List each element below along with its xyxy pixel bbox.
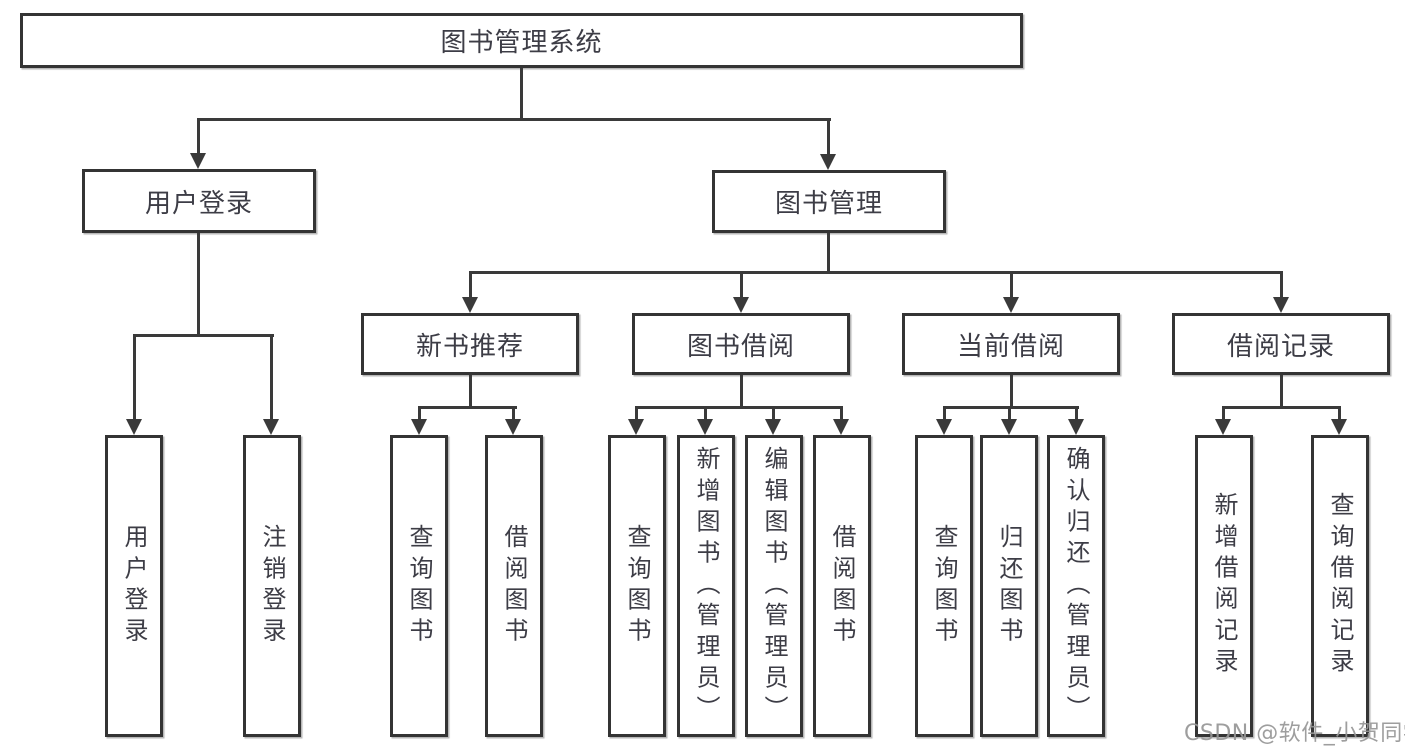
edge-line <box>740 271 743 299</box>
node-user-login: 用户登录 <box>82 169 316 233</box>
edge-line <box>197 118 200 153</box>
csdn-watermark: CSDN @软件_小贺同学 <box>1184 721 1405 746</box>
arrow-down-icon <box>733 297 749 313</box>
arrow-down-icon <box>697 419 713 435</box>
node-book-borrowing: 图书借阅 <box>632 313 850 375</box>
leaf-borrowing-query-label: 查询图书 <box>623 523 651 649</box>
edge-new-books-stem <box>469 375 472 408</box>
arrow-down-icon <box>1001 419 1017 435</box>
arrow-down-icon <box>462 297 478 313</box>
edge-line <box>635 406 638 419</box>
edge-root-stem <box>520 68 523 120</box>
arrow-down-icon <box>1273 297 1289 313</box>
edge-line <box>1008 406 1011 419</box>
node-borrow-records: 借阅记录 <box>1172 313 1390 375</box>
leaf-newbooks-query: 查询图书 <box>390 435 448 737</box>
edge-current-bar <box>943 406 1079 409</box>
leaf-borrowing-borrow-label: 借阅图书 <box>828 523 856 649</box>
leaf-borrowing-add: 新增图书（管理员） <box>677 435 735 737</box>
edge-line <box>1010 271 1013 299</box>
edge-book-mgmt-stem <box>827 233 830 273</box>
edge-line <box>704 406 707 419</box>
leaf-records-query: 查询借阅记录 <box>1311 435 1369 737</box>
arrow-down-icon <box>833 419 849 435</box>
leaf-records-add: 新增借阅记录 <box>1195 435 1253 737</box>
node-root: 图书管理系统 <box>20 13 1023 68</box>
edge-line <box>827 118 830 154</box>
leaf-current-confirm-return: 确认归还（管理员） <box>1047 435 1105 737</box>
edge-line <box>772 406 775 419</box>
arrow-down-icon <box>1068 419 1084 435</box>
edge-user-login-bar <box>133 334 274 337</box>
arrow-down-icon <box>126 419 142 435</box>
arrow-down-icon <box>628 419 644 435</box>
leaf-borrowing-borrow: 借阅图书 <box>813 435 871 737</box>
arrow-down-icon <box>1215 419 1231 435</box>
edge-line <box>1280 271 1283 299</box>
leaf-user-login-label: 用户登录 <box>120 523 148 649</box>
leaf-borrowing-edit: 编辑图书（管理员） <box>745 435 803 737</box>
arrow-down-icon <box>1003 297 1019 313</box>
arrow-down-icon <box>505 419 521 435</box>
leaf-current-confirm-return-label: 确认归还（管理员） <box>1062 445 1090 727</box>
edge-line <box>1338 406 1341 419</box>
leaf-current-return: 归还图书 <box>980 435 1038 737</box>
edge-book-mgmt-bar <box>469 271 1283 274</box>
edge-current-stem <box>1010 375 1013 408</box>
leaf-borrowing-add-label: 新增图书（管理员） <box>692 445 720 727</box>
leaf-newbooks-query-label: 查询图书 <box>405 523 433 649</box>
edge-line <box>133 334 136 419</box>
edge-records-stem <box>1280 375 1283 408</box>
node-root-label: 图书管理系统 <box>440 28 603 58</box>
edge-line <box>1222 406 1225 419</box>
leaf-records-add-label: 新增借阅记录 <box>1210 492 1238 680</box>
edge-borrowing-stem <box>740 375 743 408</box>
leaf-current-query: 查询图书 <box>915 435 973 737</box>
node-new-book-recommend: 新书推荐 <box>361 313 579 375</box>
node-book-management: 图书管理 <box>712 170 946 233</box>
arrow-down-icon <box>263 419 279 435</box>
edge-borrowing-bar <box>635 406 843 409</box>
node-book-management-label: 图书管理 <box>774 189 883 219</box>
edge-root-bar <box>197 118 831 121</box>
arrow-down-icon <box>190 153 206 169</box>
edge-line <box>469 271 472 299</box>
edge-records-bar <box>1222 406 1341 409</box>
node-new-book-recommend-label: 新书推荐 <box>415 331 524 362</box>
node-current-borrowing-label: 当前借阅 <box>956 331 1065 362</box>
edge-line <box>270 334 273 419</box>
arrow-down-icon <box>820 154 836 170</box>
leaf-newbooks-borrow-label: 借阅图书 <box>500 523 528 649</box>
arrow-down-icon <box>1331 419 1347 435</box>
arrow-down-icon <box>936 419 952 435</box>
edge-line <box>943 406 946 419</box>
edge-line <box>512 406 515 419</box>
node-user-login-label: 用户登录 <box>144 188 253 219</box>
leaf-logout: 注销登录 <box>243 435 301 737</box>
leaf-user-login: 用户登录 <box>105 435 163 737</box>
leaf-current-return-label: 归还图书 <box>995 523 1023 649</box>
leaf-current-query-label: 查询图书 <box>930 523 958 649</box>
edge-new-books-bar <box>418 406 517 409</box>
leaf-borrowing-edit-label: 编辑图书（管理员） <box>760 445 788 727</box>
arrow-down-icon <box>765 419 781 435</box>
edge-line <box>1075 406 1078 419</box>
node-borrow-records-label: 借阅记录 <box>1226 331 1335 362</box>
edge-line <box>418 406 421 419</box>
node-current-borrowing: 当前借阅 <box>902 313 1120 375</box>
arrow-down-icon <box>411 419 427 435</box>
leaf-newbooks-borrow: 借阅图书 <box>485 435 543 737</box>
edge-user-login-stem <box>197 233 200 336</box>
leaf-records-query-label: 查询借阅记录 <box>1326 492 1354 680</box>
leaf-borrowing-query: 查询图书 <box>608 435 666 737</box>
node-book-borrowing-label: 图书借阅 <box>686 331 795 362</box>
edge-line <box>840 406 843 419</box>
leaf-logout-label: 注销登录 <box>258 523 286 649</box>
